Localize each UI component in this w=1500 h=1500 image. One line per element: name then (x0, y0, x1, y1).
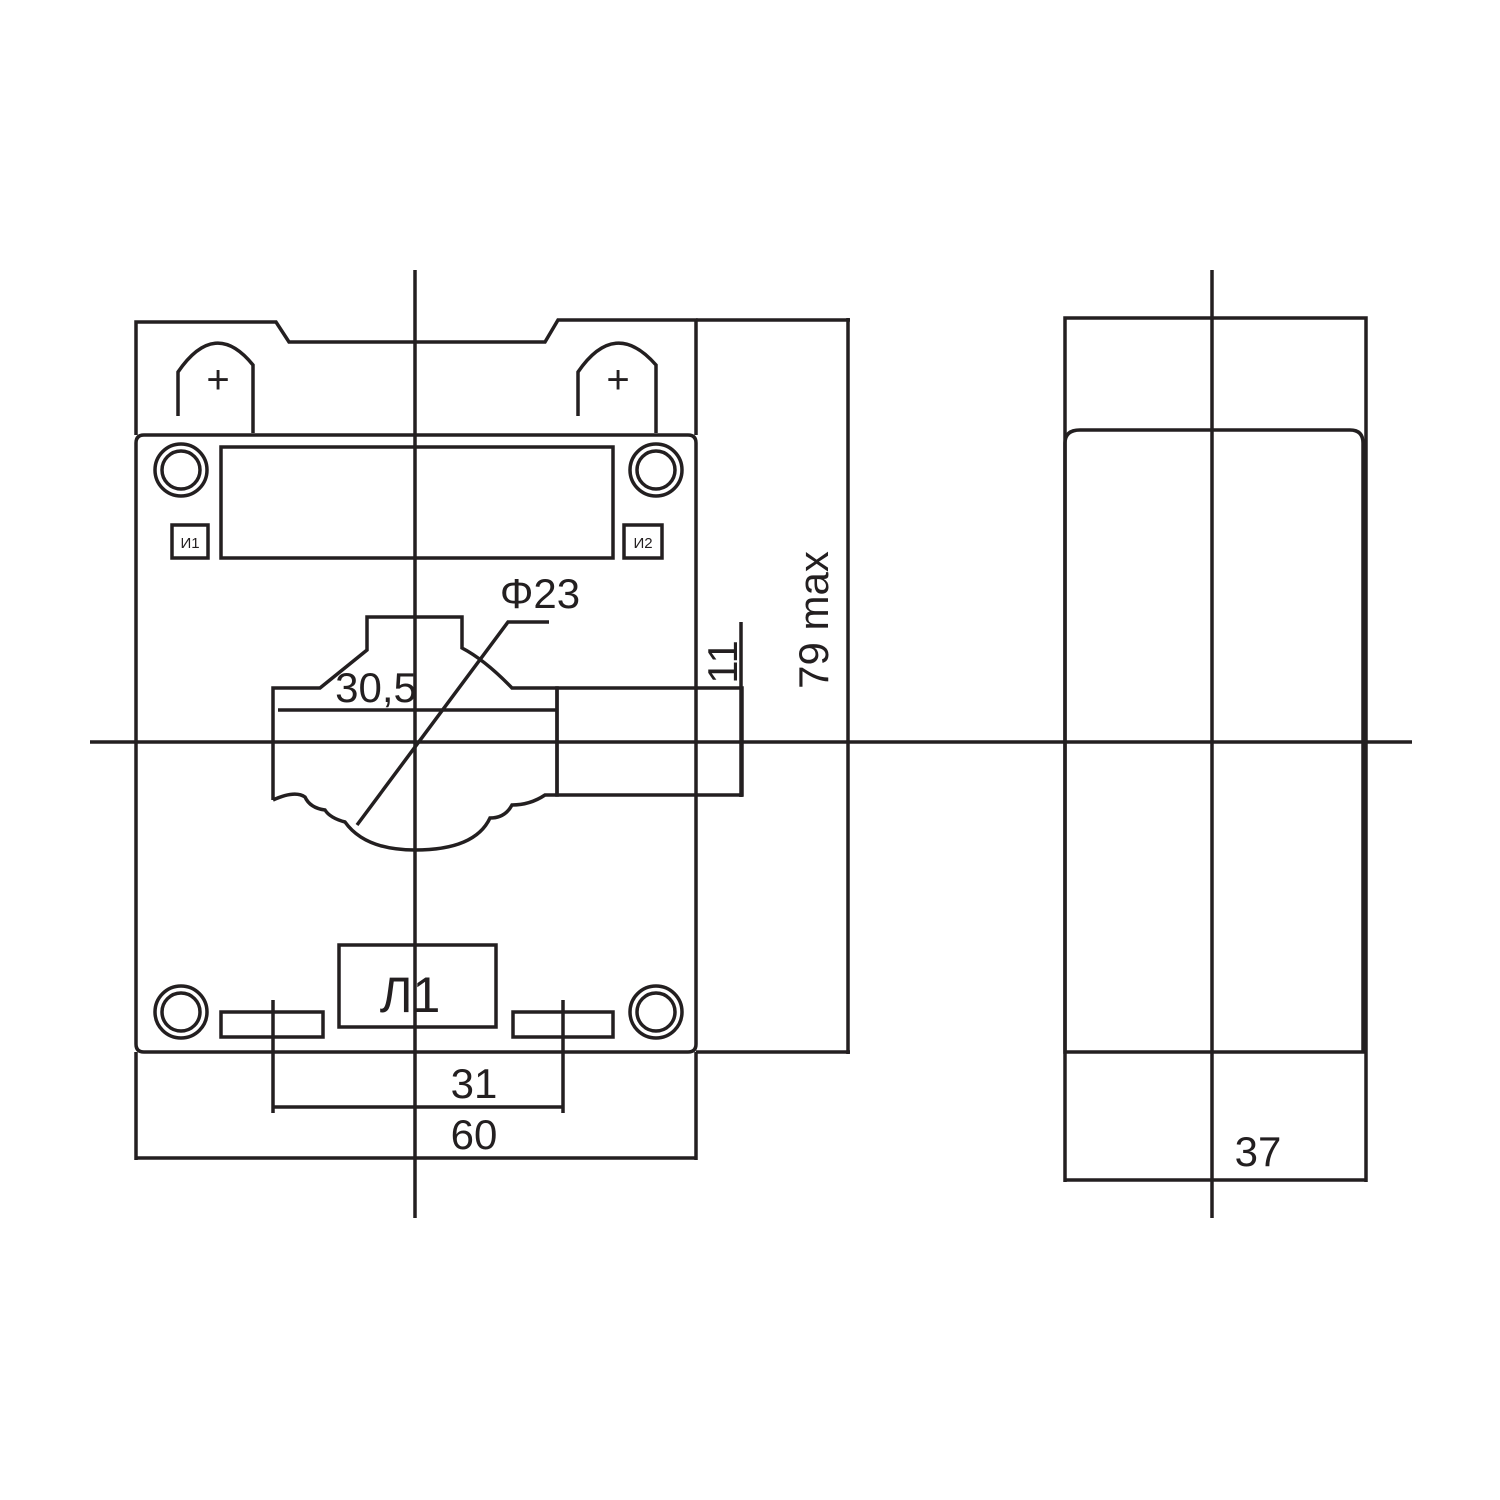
label-l1: Л1 (380, 967, 441, 1023)
label-i2: И2 (633, 535, 652, 552)
nameplate-window (219, 445, 615, 560)
screw-icon (153, 442, 684, 1040)
dim-offset: 11 (699, 640, 746, 684)
dim-diameter: Φ23 (500, 570, 580, 617)
label-i1-box (170, 523, 210, 560)
terminal-right-symbol: + (606, 358, 629, 402)
terminal-right (576, 341, 658, 433)
dim-depth: 37 (1235, 1128, 1282, 1175)
dim-window-width: 30,5 (335, 664, 417, 711)
label-i1: И1 (180, 535, 199, 552)
terminal-cover (134, 318, 698, 435)
conductor-opening (271, 615, 559, 852)
dim-width: 60 (451, 1111, 498, 1158)
terminal-left-symbol: + (206, 358, 229, 402)
dim-height: 79 max (790, 551, 837, 689)
dim-mount-spacing: 31 (451, 1060, 498, 1107)
center-lines (90, 270, 1412, 1218)
terminal-left (176, 341, 255, 433)
label-i2-box (622, 523, 664, 560)
side-view: 37 (1063, 316, 1368, 1182)
body-outline (134, 433, 698, 1054)
label-l1-box (337, 943, 498, 1029)
front-view: + + И1 И2 Л1 Φ23 30,5 11 79 max (134, 318, 850, 1160)
